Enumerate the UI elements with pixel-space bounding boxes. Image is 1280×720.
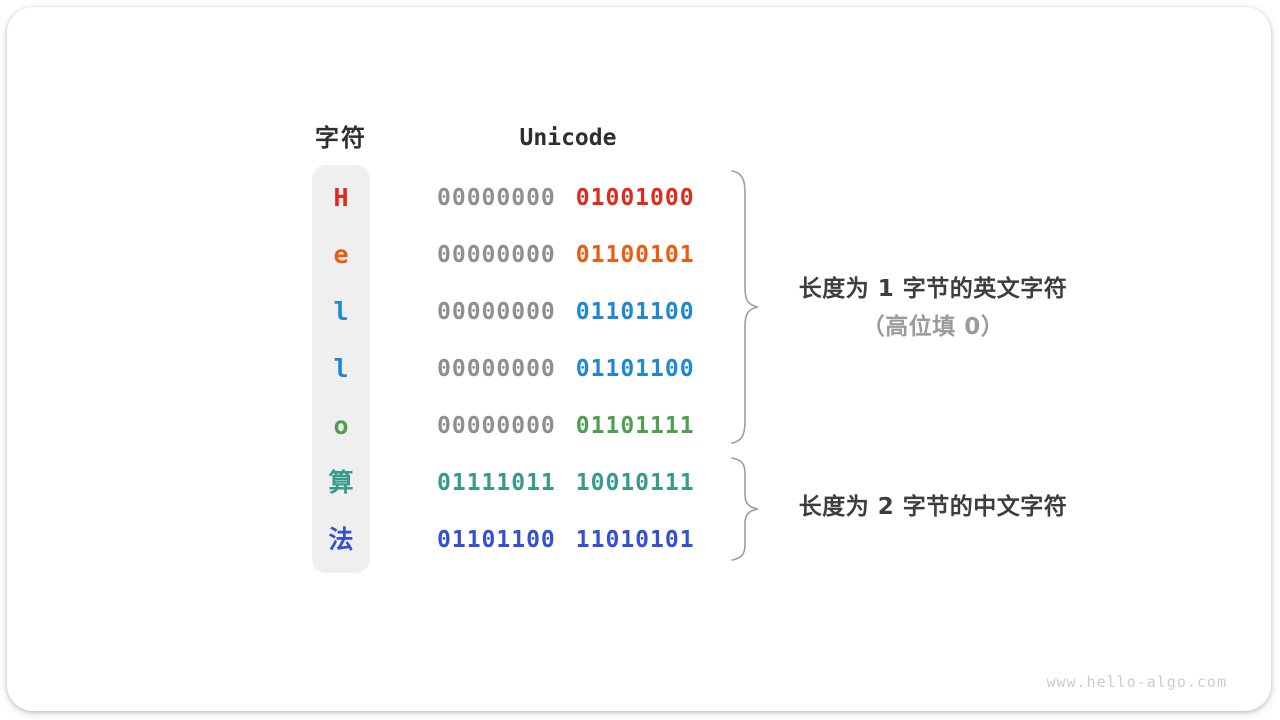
byte-high: 01101100 xyxy=(437,526,556,553)
table-row: 算 01111011 10010111 xyxy=(7,454,1280,511)
table-row: H 00000000 01001000 xyxy=(7,169,1280,226)
byte-high: 00000000 xyxy=(437,412,556,439)
byte-low: 01101100 xyxy=(575,355,695,382)
table-row: 法 01101100 11010101 xyxy=(7,511,1280,568)
binary-cell: 00000000 01101100 xyxy=(437,340,695,397)
byte-high: 00000000 xyxy=(437,355,556,382)
char-cell: o xyxy=(333,411,349,440)
binary-cell: 00000000 01101100 xyxy=(437,283,695,340)
table-row: e 00000000 01100101 xyxy=(7,226,1280,283)
char-cell: 算 xyxy=(328,468,354,497)
byte-high: 00000000 xyxy=(437,184,556,211)
byte-high: 00000000 xyxy=(437,298,556,325)
table-row: l 00000000 01101100 xyxy=(7,340,1280,397)
brace-english-group-icon xyxy=(729,169,761,445)
byte-low: 01100101 xyxy=(575,241,695,268)
table-row: l 00000000 01101100 xyxy=(7,283,1280,340)
char-column-header: 字符 xyxy=(315,124,367,152)
byte-low: 01101100 xyxy=(575,298,695,325)
char-cell: l xyxy=(333,354,349,383)
byte-low: 11010101 xyxy=(575,526,695,553)
char-column-background xyxy=(312,165,370,573)
byte-high: 01111011 xyxy=(437,469,556,496)
byte-low: 01001000 xyxy=(575,184,695,211)
binary-cell: 00000000 01101111 xyxy=(437,397,695,454)
byte-low: 10010111 xyxy=(575,469,695,496)
char-cell: H xyxy=(333,183,349,212)
byte-high: 00000000 xyxy=(437,241,556,268)
char-cell: 法 xyxy=(328,525,354,554)
char-cell: e xyxy=(333,240,349,269)
annotation-chinese-chars: 长度为 2 字节的中文字符 xyxy=(775,488,1091,526)
byte-low: 01101111 xyxy=(575,412,695,439)
char-cell: l xyxy=(333,297,349,326)
binary-cell: 01111011 10010111 xyxy=(437,454,695,511)
unicode-column-header: Unicode xyxy=(519,125,617,151)
binary-cell: 01101100 11010101 xyxy=(437,511,695,568)
table-row: o 00000000 01101111 xyxy=(7,397,1280,454)
watermark: www.hello-algo.com xyxy=(1046,673,1227,691)
brace-chinese-group-icon xyxy=(729,456,761,563)
annotation-line: 长度为 2 字节的中文字符 xyxy=(798,494,1068,520)
annotation-english-chars: 长度为 1 字节的英文字符 （高位填 0） xyxy=(775,270,1091,346)
diagram-card: 字符 Unicode H 00000000 01001000 e 0000000… xyxy=(7,7,1271,711)
annotation-subline: （高位填 0） xyxy=(861,314,1005,340)
annotation-line: 长度为 1 字节的英文字符 xyxy=(798,276,1068,302)
binary-cell: 00000000 01001000 xyxy=(437,169,695,226)
binary-cell: 00000000 01100101 xyxy=(437,226,695,283)
encoding-table: H 00000000 01001000 e 00000000 01100101 … xyxy=(7,169,1280,568)
